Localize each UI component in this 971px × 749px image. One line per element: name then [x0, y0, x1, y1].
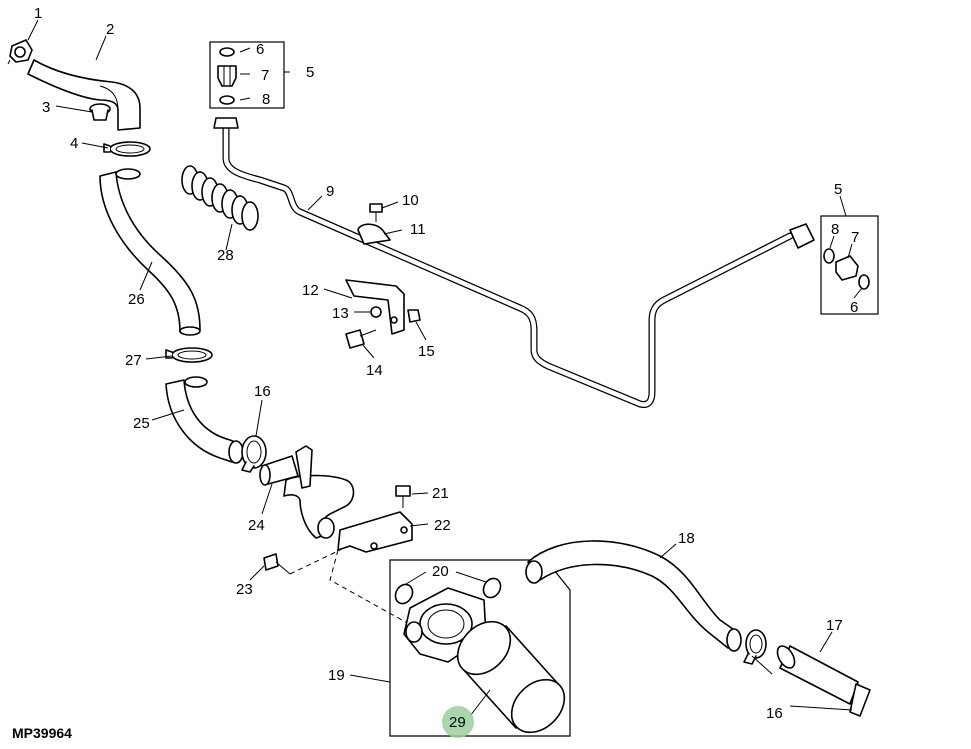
oring-6-right [858, 274, 870, 290]
clamp-3 [89, 103, 111, 121]
callout-22: 22 [434, 517, 451, 534]
bracket-22 [337, 511, 413, 553]
callout-4: 4 [70, 135, 78, 152]
nut-13 [370, 306, 382, 318]
callout-7-left: 7 [261, 67, 269, 84]
callout-6-right: 6 [850, 299, 858, 316]
callout-24: 24 [248, 517, 265, 534]
callout-21: 21 [432, 485, 449, 502]
callout-19: 19 [328, 667, 345, 684]
callout-11: 11 [410, 221, 426, 238]
callout-26: 26 [128, 291, 145, 308]
callout-29: 29 [449, 714, 466, 731]
callout-28: 28 [217, 247, 234, 264]
fitting-24 [259, 455, 299, 486]
callout-18: 18 [678, 530, 695, 547]
bolt-23 [263, 553, 291, 575]
hose-26 [99, 168, 201, 336]
diagram-code: MP39964 [12, 725, 72, 741]
oring-8-right [823, 248, 835, 264]
filter-29 [456, 620, 566, 734]
callout-12: 12 [302, 282, 319, 299]
callout-13: 13 [332, 305, 349, 322]
callout-16-upper: 16 [254, 383, 271, 400]
callout-5-left: 5 [306, 64, 314, 81]
callout-16-lower: 16 [766, 705, 783, 722]
callout-9: 9 [326, 183, 334, 200]
callout-17: 17 [826, 617, 843, 634]
oring-6-left [219, 47, 235, 57]
callout-5-right: 5 [834, 181, 842, 198]
clamp-4 [103, 141, 151, 157]
callout-23: 23 [236, 581, 253, 598]
clamp-1 [7, 39, 33, 65]
callout-7-right: 7 [851, 229, 859, 246]
callout-8-right: 8 [831, 221, 839, 238]
steel-line-9 [213, 117, 815, 408]
bolt-10 [369, 203, 383, 222]
callout-1: 1 [34, 5, 42, 22]
callout-20: 20 [432, 563, 449, 580]
bracket-12 [345, 279, 405, 335]
highlight-marker [442, 706, 474, 738]
nut-15 [407, 309, 421, 323]
filter-head-19 [403, 587, 487, 663]
fitting-7-right [835, 255, 859, 281]
sleeve-17 [776, 645, 871, 717]
bolt-14 [345, 329, 377, 349]
callout-2: 2 [106, 21, 114, 38]
callout-25: 25 [133, 415, 150, 432]
bolt-21 [395, 485, 411, 508]
callout-15: 15 [418, 343, 435, 360]
callout-14: 14 [366, 362, 383, 379]
hose-18 [525, 540, 742, 652]
clamp-27 [165, 347, 213, 363]
elbow-hose-24 [283, 445, 355, 539]
hose-25 [165, 376, 244, 464]
callout-27: 27 [125, 352, 142, 369]
clip-11 [357, 223, 391, 245]
detail-box-19 [389, 559, 571, 737]
oring-8-left [219, 95, 235, 105]
callout-8-left: 8 [262, 91, 270, 108]
clamp-16-upper [241, 435, 267, 473]
fitting-7-left [217, 65, 237, 87]
callout-6-left: 6 [256, 41, 264, 58]
detail-box-5-right [820, 215, 879, 315]
callout-3: 3 [42, 99, 50, 116]
detail-box-5-left [209, 41, 285, 109]
leader-lines [27, 19, 863, 717]
callout-10: 10 [402, 192, 419, 209]
oring-20-left [394, 583, 414, 605]
callout-labels: 1 2 3 4 26 27 25 16 24 23 28 6 7 8 5 9 1… [12, 5, 859, 741]
spring-28 [181, 165, 259, 231]
oring-20-right [482, 577, 502, 599]
dash-23 [289, 549, 341, 575]
hose-2 [27, 59, 141, 131]
